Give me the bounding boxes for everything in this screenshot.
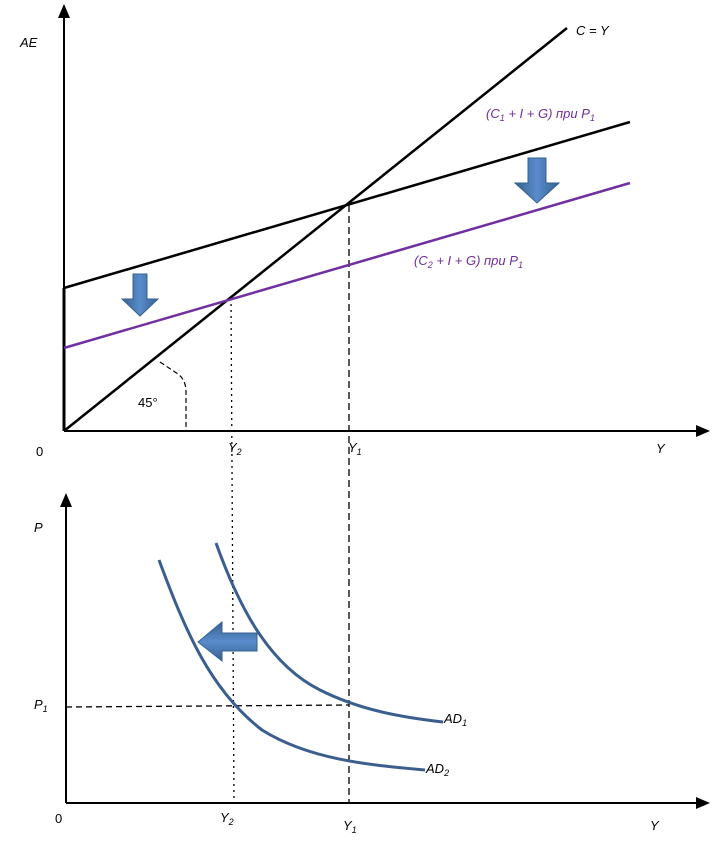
ad2-label: AD2 xyxy=(425,761,449,778)
p-axis-label: P xyxy=(34,520,43,535)
y2-guide-line xyxy=(230,297,235,804)
bottom-y1-tick-label: Y1 xyxy=(343,818,357,835)
ae1-line xyxy=(63,120,631,290)
ad1-curve xyxy=(214,542,444,724)
ae2-label-prefix: (C xyxy=(414,253,428,268)
ae2-label-sub2: 1 xyxy=(518,260,523,270)
ae2-label: (C2 + I + G) при P1 xyxy=(414,253,523,270)
p1-guide-line xyxy=(65,704,350,708)
top-origin-label: 0 xyxy=(36,444,43,459)
angle-45-marker xyxy=(159,361,187,431)
angle-45-label: 45° xyxy=(138,395,158,410)
ae2-label-middle: + I + G) при P xyxy=(433,253,519,268)
c-equals-y-line xyxy=(63,27,568,432)
ad2-curve xyxy=(157,559,426,772)
ae1-label: (C1 + I + G) при P1 xyxy=(486,106,595,123)
ae1-label-sub: 1 xyxy=(500,113,505,123)
top-panel: AE Y 0 45° C = Y (C1 + I + G) при P1 (C2… xyxy=(19,4,710,804)
ae-shift-down-arrow-right xyxy=(513,157,561,204)
ae2-label-sub: 2 xyxy=(427,260,433,270)
ae-x-axis-arrowhead xyxy=(696,425,710,437)
bottom-panel: P Y 0 P1 AD1 AD2 Y2 Y1 xyxy=(34,493,710,835)
c-equals-y-label: C = Y xyxy=(576,23,610,38)
ae-shift-down-arrow-left xyxy=(120,273,160,317)
top-y2-tick-label: Y2 xyxy=(228,440,242,457)
p-y-axis-arrowhead xyxy=(60,493,72,507)
ae2-line xyxy=(63,181,631,350)
ad1-label: AD1 xyxy=(443,711,467,728)
top-y1-tick-label: Y1 xyxy=(348,440,362,457)
bottom-y2-tick-label: Y2 xyxy=(220,810,234,827)
bottom-y-axis-label: Y xyxy=(650,818,660,833)
ae-y-axis-arrowhead xyxy=(58,4,70,18)
ae1-label-prefix: (C xyxy=(486,106,500,121)
ae1-label-middle: + I + G) при P xyxy=(505,106,591,121)
p1-label: P1 xyxy=(34,697,48,714)
top-y-axis-label: Y xyxy=(656,441,666,456)
bottom-origin-label: 0 xyxy=(55,811,62,826)
ad-shift-left-arrow xyxy=(197,620,258,663)
ae-axis-label: AE xyxy=(19,35,38,50)
ae1-label-sub2: 1 xyxy=(590,113,595,123)
bottom-x-axis-arrowhead xyxy=(696,797,710,809)
